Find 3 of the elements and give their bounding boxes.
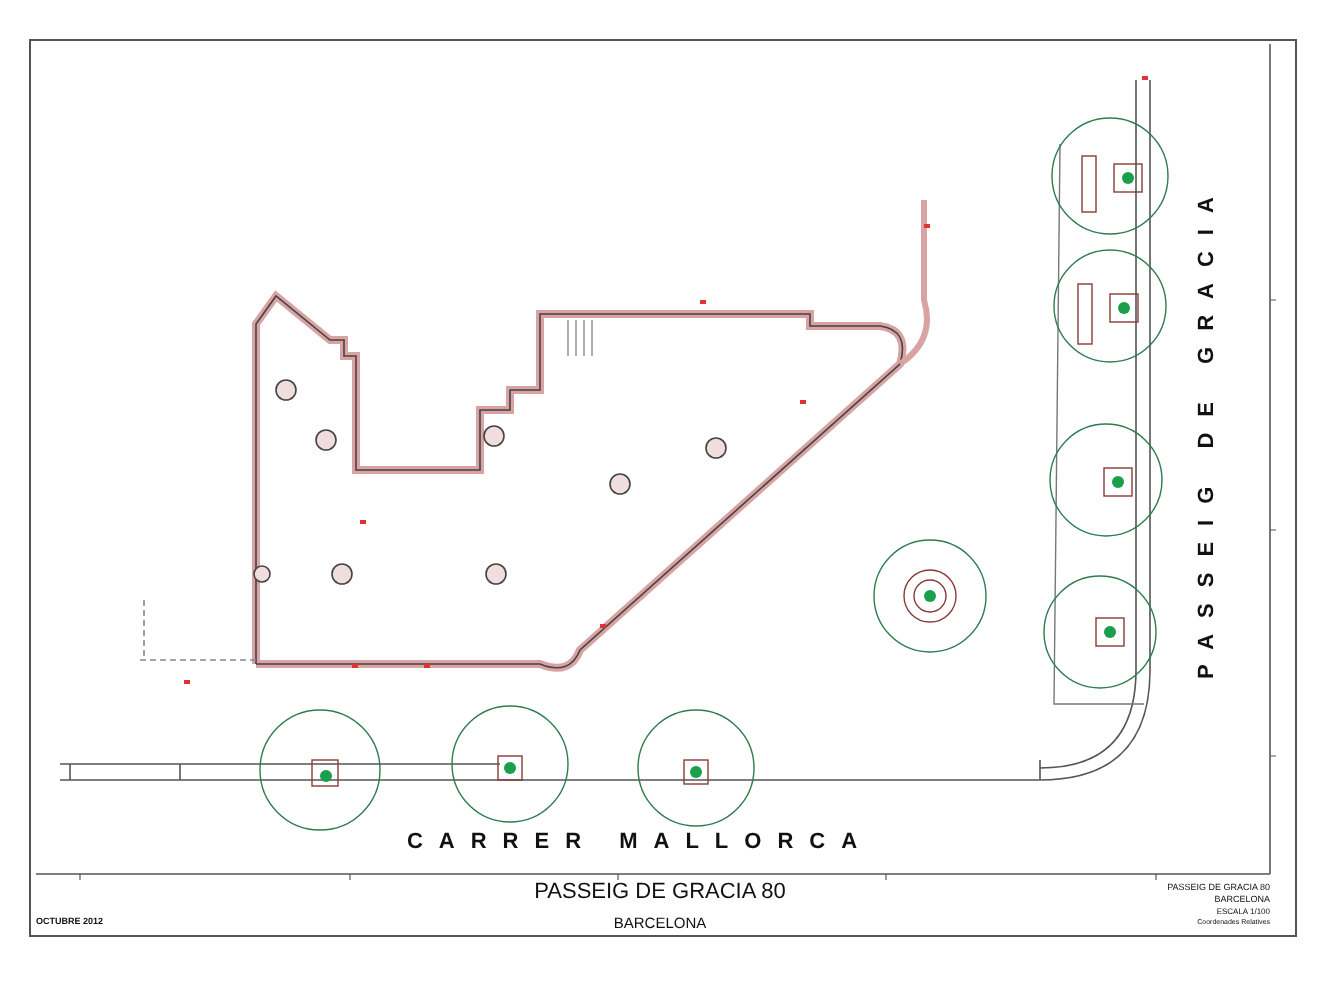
street-name: CARRER MALLORCA <box>406 832 874 854</box>
sheet-title: PASSEIG DE GRACIA 80 <box>534 882 786 904</box>
street-name: PASSEIG DE GRACIA <box>1197 181 1219 679</box>
